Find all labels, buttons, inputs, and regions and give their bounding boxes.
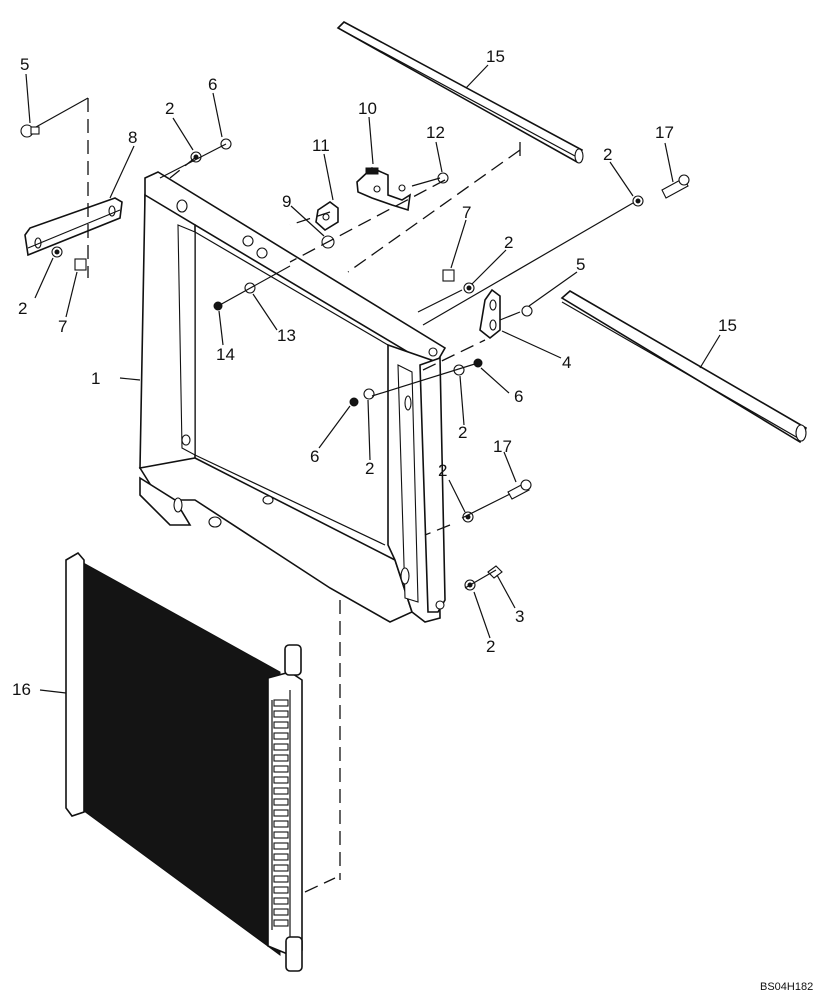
drawing-code: BS04H182	[760, 981, 813, 993]
tank-rung	[273, 743, 289, 751]
seal-strip-right	[560, 290, 808, 444]
bracket-11	[315, 201, 339, 231]
tank-rung	[273, 919, 289, 927]
tank-rung	[273, 864, 289, 872]
tank-rung	[273, 831, 289, 839]
clamp-10	[356, 167, 412, 212]
tank-rung	[273, 820, 289, 828]
callout-14: 14	[216, 345, 235, 364]
tank-rung	[273, 754, 289, 762]
callout-5-top: 5	[20, 55, 29, 74]
callout-6-mid: 6	[310, 447, 319, 466]
callout-2-top: 2	[165, 99, 174, 118]
callout-labels: 5 2 6 8 2 7 10 11 12 9 15 2 17 7 2 5 15 …	[12, 47, 737, 699]
tank-rung	[273, 721, 289, 729]
callout-4: 4	[562, 353, 571, 372]
callout-2-topright: 2	[603, 145, 612, 164]
tank-rung	[273, 809, 289, 817]
tank-rung	[273, 776, 289, 784]
seal-strip-top	[336, 21, 584, 164]
callout-7-mid: 7	[462, 203, 471, 222]
callout-17-top: 17	[655, 123, 674, 142]
radiator-frame	[138, 171, 447, 623]
callout-10: 10	[358, 99, 377, 118]
callout-9: 9	[282, 192, 291, 211]
tank-rung	[273, 710, 289, 718]
oil-cooler	[65, 551, 303, 972]
assembly-lines	[87, 98, 521, 893]
tank-rung	[273, 765, 289, 773]
callout-7-left: 7	[58, 317, 67, 336]
callout-2-lower: 2	[438, 461, 447, 480]
callout-15-top: 15	[486, 47, 505, 66]
callout-13: 13	[277, 326, 296, 345]
tank-rung	[273, 886, 289, 894]
callout-11: 11	[312, 136, 330, 155]
tank-rung	[273, 787, 289, 795]
callout-3: 3	[515, 607, 524, 626]
cooler-tank-detail	[273, 699, 289, 927]
callout-2-bottom: 2	[486, 637, 495, 656]
callout-17-lower: 17	[493, 437, 512, 456]
bracket-left	[24, 197, 123, 257]
callout-1: 1	[91, 369, 100, 388]
tank-rung	[273, 842, 289, 850]
tank-rung	[273, 798, 289, 806]
callout-5-right: 5	[576, 255, 585, 274]
callout-16: 16	[12, 680, 31, 699]
axis-lines	[27, 97, 634, 589]
callout-15-right: 15	[718, 316, 737, 335]
callout-8: 8	[128, 128, 137, 147]
fasteners	[20, 124, 690, 591]
tank-rung	[273, 897, 289, 905]
callout-2-midcenter: 2	[365, 459, 374, 478]
tank-rung	[273, 875, 289, 883]
tank-rung	[273, 699, 289, 707]
callout-2-midright: 2	[458, 423, 467, 442]
bracket-right	[479, 288, 501, 340]
callout-2-mid: 2	[504, 233, 513, 252]
tank-rung	[273, 732, 289, 740]
callout-12: 12	[426, 123, 445, 142]
tank-rung	[273, 853, 289, 861]
callout-2-left: 2	[18, 299, 27, 318]
callout-leaders	[25, 64, 721, 694]
tank-rung	[273, 908, 289, 916]
callout-6-top: 6	[208, 75, 217, 94]
callout-6-right: 6	[514, 387, 523, 406]
